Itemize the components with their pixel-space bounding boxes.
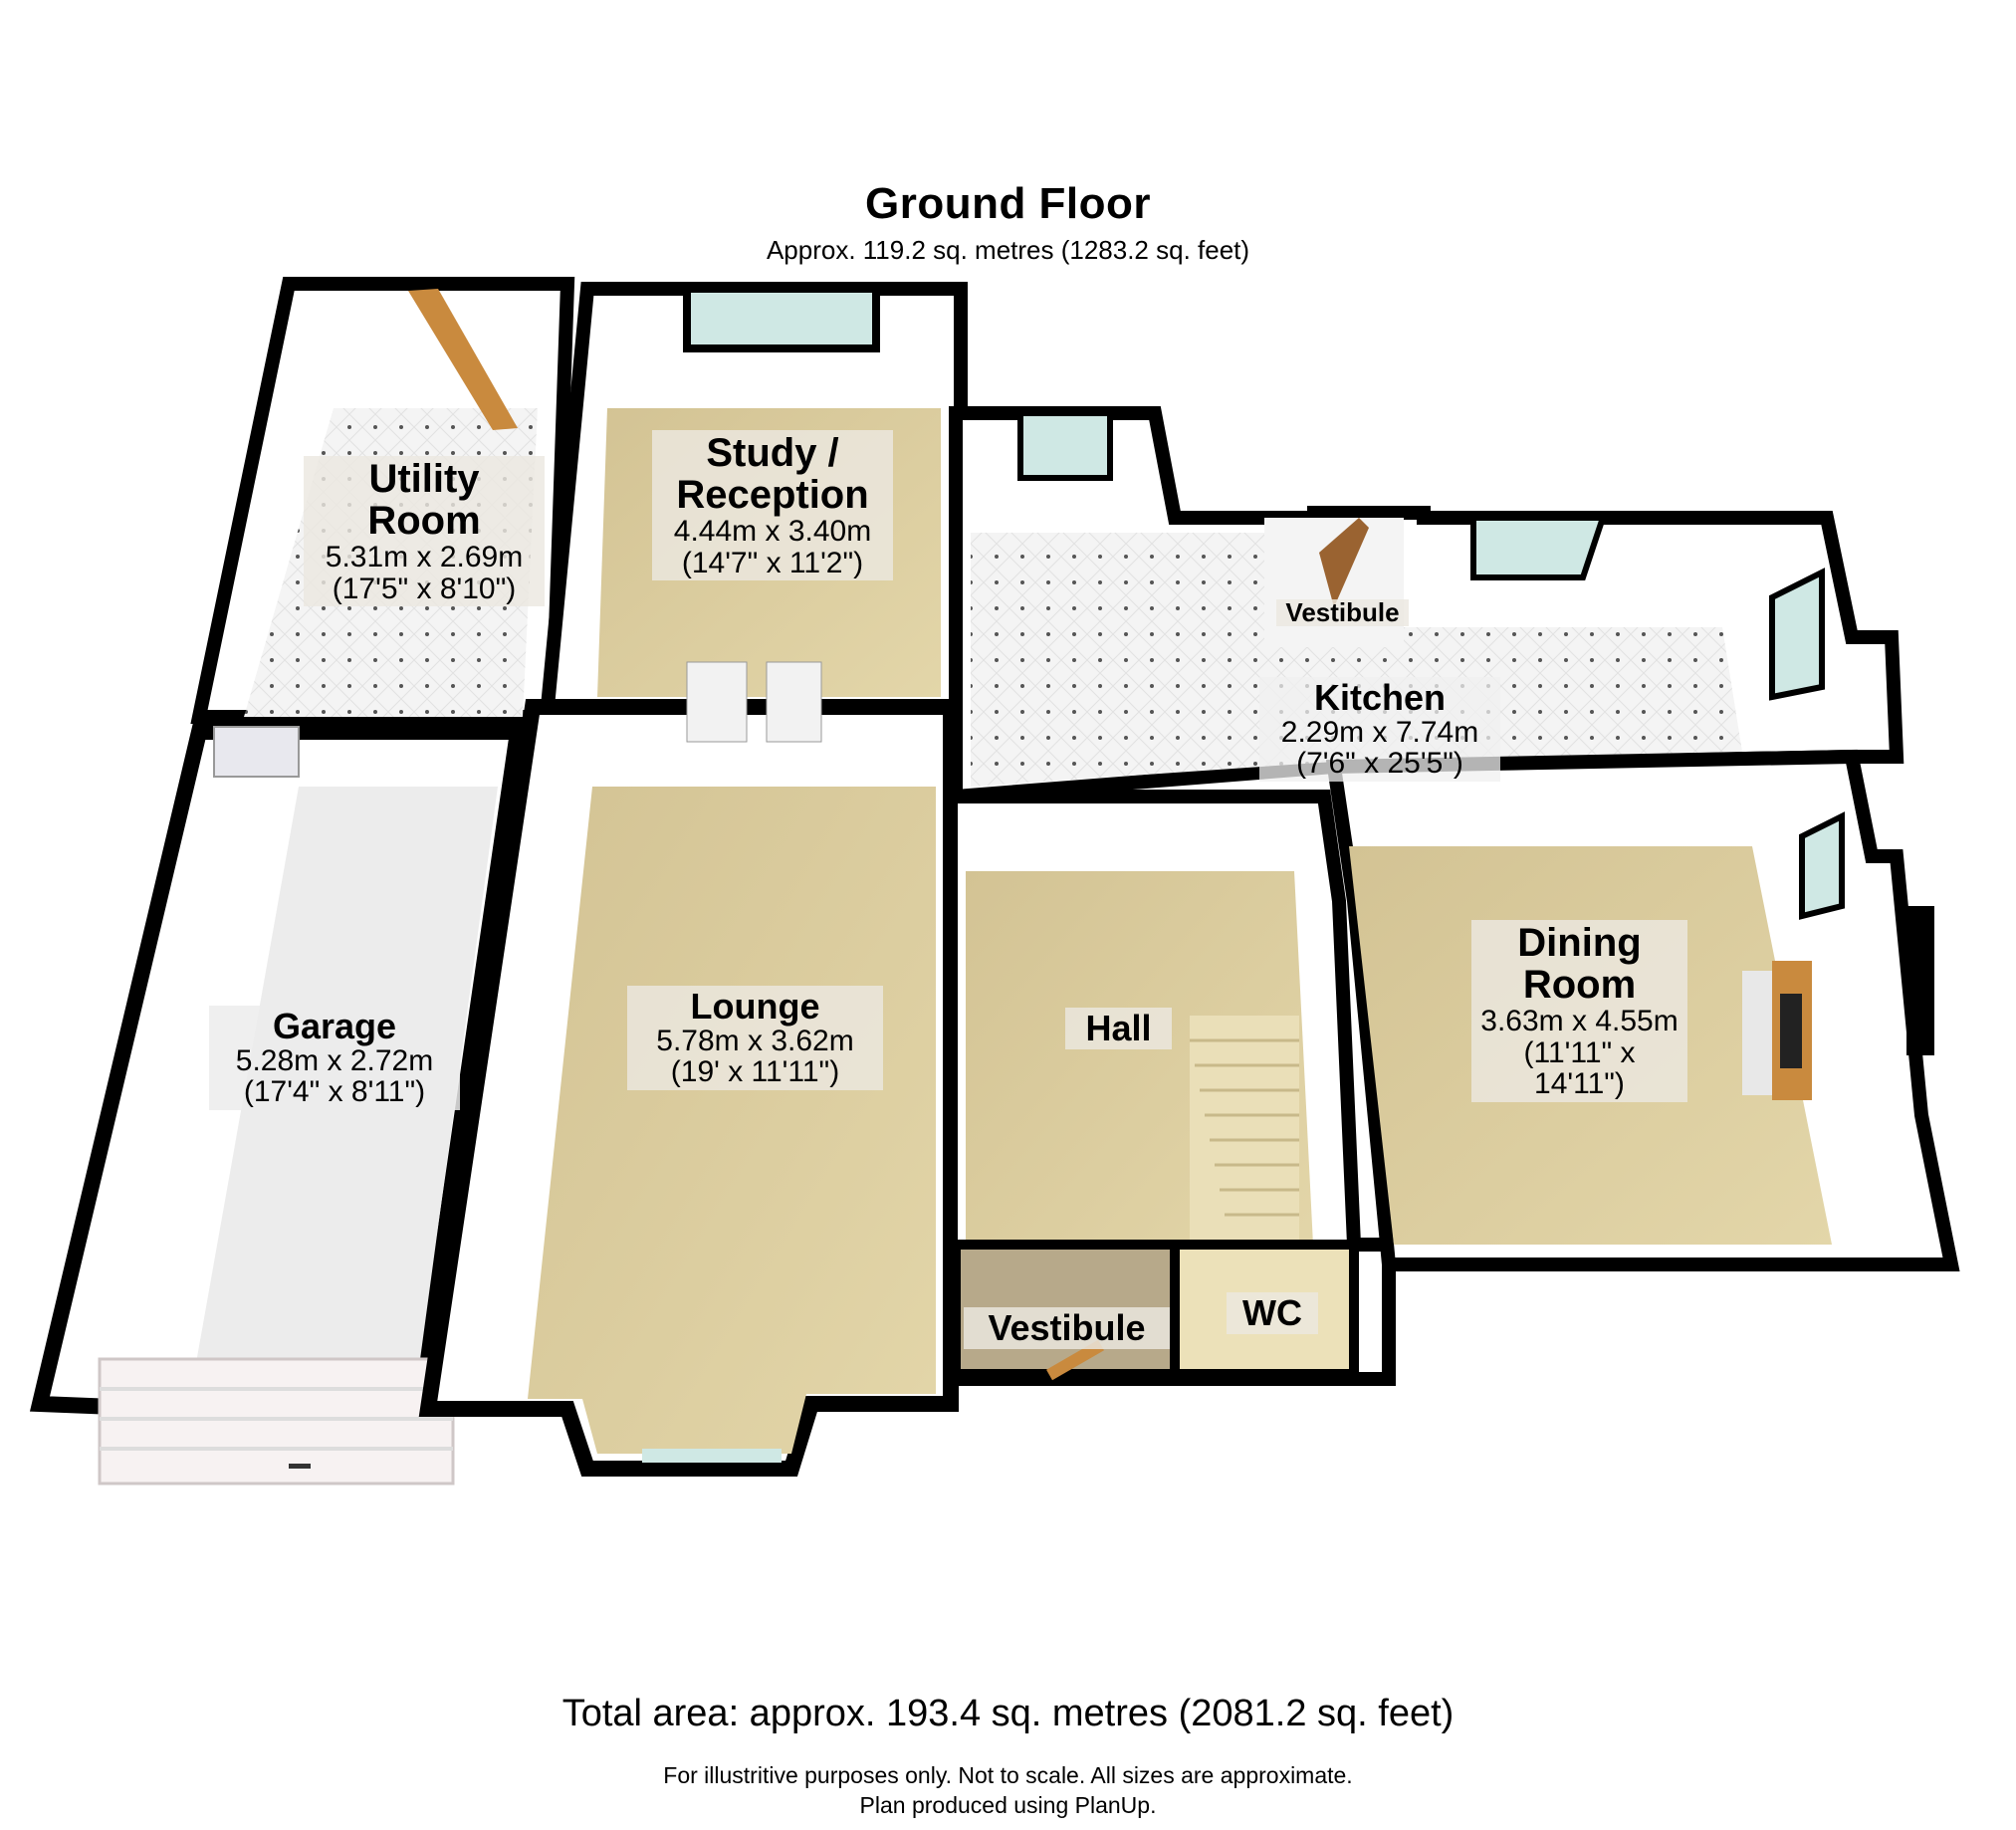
lounge-window-icon: [642, 1449, 782, 1463]
room-label-utility: Utility Room 5.31m x 2.69m (17'5" x 8'10…: [304, 456, 545, 606]
kitchen-window-icon-3: [1769, 568, 1825, 701]
room-label-dining: Dining Room 3.63m x 4.55m (11'11" x 14'1…: [1471, 920, 1687, 1102]
lounge-door-icon: [686, 661, 748, 743]
disclaimer: For illustritive purposes only. Not to s…: [663, 1762, 1353, 1788]
room-label-garage: Garage 5.28m x 2.72m (17'4" x 8'11"): [209, 1006, 460, 1110]
floor-title: Ground Floor: [864, 179, 1152, 228]
front-door-icon: [1046, 1339, 1104, 1381]
kitchen-window-icon: [1017, 410, 1113, 481]
kitchen: [949, 406, 1904, 804]
room-label-wc: WC: [1227, 1292, 1318, 1334]
room-label-vestibule-front: Vestibule: [964, 1307, 1170, 1349]
kitchen-window-icon-2: [1470, 515, 1608, 580]
room-label-lounge: Lounge 5.78m x 3.62m (19' x 11'11"): [627, 986, 883, 1090]
floor-area-subtitle: Approx. 119.2 sq. metres (1283.2 sq. fee…: [766, 235, 1250, 265]
fireplace-icon: [1742, 961, 1812, 1100]
room-label-kitchen: Kitchen 2.29m x 7.74m (7'6" x 25'5"): [1259, 677, 1500, 782]
room-label-study: Study / Reception 4.44m x 3.40m (14'7" x…: [652, 430, 893, 580]
study-window-icon: [683, 285, 880, 352]
lounge-door-icon-2: [766, 661, 822, 743]
dining-window-icon: [1799, 811, 1845, 920]
total-area: Total area: approx. 193.4 sq. metres (20…: [561, 1693, 1455, 1734]
garage-internal-door-icon: [213, 726, 300, 778]
garage-door-icon: [98, 1357, 455, 1486]
utility-door-icon: [408, 289, 518, 430]
room-label-hall: Hall: [1065, 1008, 1172, 1049]
vestibule-rear-door-icon: [1319, 518, 1369, 607]
plan-credit: Plan produced using PlanUp.: [859, 1792, 1157, 1818]
room-label-vestibule-rear: Vestibule: [1276, 598, 1409, 627]
staircase-icon: [1190, 1016, 1299, 1245]
chimney-breast: [1906, 906, 1934, 1055]
